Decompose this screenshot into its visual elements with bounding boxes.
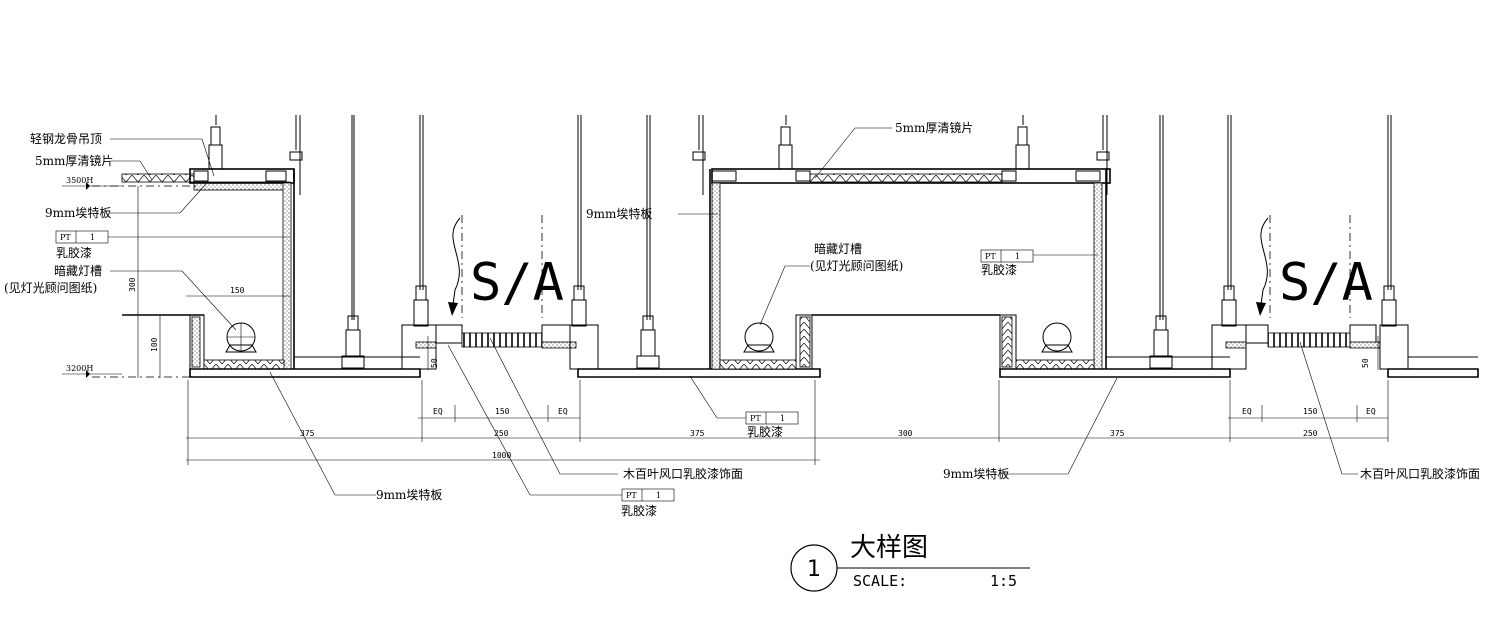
dim-eq-4: EQ — [1366, 407, 1376, 416]
pt-tag-bottom: PT 1 — [621, 488, 675, 502]
label-paint-bottom-center: 乳胶漆 — [747, 424, 783, 439]
sa-marker-right: S/A — [1279, 253, 1373, 313]
sa-marker-left: S/A — [470, 253, 564, 313]
label-board-left: 9mm埃特板 — [45, 205, 111, 220]
title-number: 1 — [807, 557, 821, 582]
level-low: 3200H — [66, 364, 93, 373]
label-light-slot-left: 暗藏灯槽 — [54, 263, 102, 278]
dim-100: 100 — [150, 337, 159, 352]
left-ceiling-box — [121, 168, 421, 378]
svg-text:PT: PT — [750, 414, 761, 423]
label-board-bottom-left: 9mm埃特板 — [376, 487, 442, 502]
dim-375-a: 375 — [300, 429, 315, 438]
label-paint-left: 乳胶漆 — [56, 245, 92, 260]
pt-tag-bottom-center: PT 1 — [745, 411, 799, 425]
label-board-center: 9mm埃特板 — [586, 206, 652, 221]
dim-300: 300 — [128, 277, 137, 292]
dim-eq-2: EQ — [558, 407, 568, 416]
leader-lines — [108, 127, 1358, 496]
scale-value: 1:5 — [990, 572, 1017, 590]
label-louver-center: 木百叶风口乳胶漆饰面 — [623, 466, 743, 481]
svg-text:PT: PT — [626, 491, 637, 500]
label-light-note-center: (见灯光顾问图纸) — [810, 259, 903, 273]
dim-375-c: 375 — [1110, 429, 1125, 438]
dim-50-right: 50 — [1361, 358, 1370, 368]
dimension-lines — [137, 186, 1389, 465]
label-light-note-left: (见灯光顾问图纸) — [4, 281, 97, 295]
level-high: 3500H — [66, 176, 93, 185]
svg-text:1: 1 — [780, 414, 785, 423]
label-paint-bottom: 乳胶漆 — [621, 503, 657, 518]
title-name: 大样图 — [850, 533, 928, 563]
dim-eq-3: EQ — [1242, 407, 1252, 416]
svg-text:PT: PT — [985, 252, 996, 261]
label-ceiling: 轻钢龙骨吊顶 — [30, 132, 102, 146]
dim-300-b: 300 — [898, 429, 913, 438]
level-markers — [62, 182, 196, 378]
left-vent — [401, 215, 821, 378]
pt-tag-left: PT 1 — [55, 230, 109, 244]
svg-text:1: 1 — [1015, 252, 1020, 261]
dim-1000: 1000 — [492, 451, 511, 460]
dim-150-top: 150 — [230, 286, 245, 295]
center-ceiling-box — [709, 168, 1231, 378]
label-louver-right: 木百叶风口乳胶漆饰面 — [1360, 466, 1480, 481]
dim-250-a: 250 — [494, 429, 509, 438]
dim-150-left: 150 — [495, 407, 510, 416]
svg-text:1: 1 — [656, 491, 661, 500]
dim-150-right: 150 — [1303, 407, 1318, 416]
pt-tag-center-right: PT 1 — [980, 249, 1034, 263]
svg-text:PT: PT — [60, 233, 71, 242]
hanger-rods — [215, 115, 1392, 320]
svg-text:1: 1 — [90, 233, 95, 242]
dim-250-b: 250 — [1303, 429, 1318, 438]
scale-label: SCALE: — [853, 572, 907, 590]
dim-eq-1: EQ — [433, 407, 443, 416]
label-mirror-left: 5mm厚清镜片 — [35, 153, 113, 168]
label-mirror-center: 5mm厚清镜片 — [895, 120, 973, 135]
title-block: 1 大样图 SCALE: 1:5 — [790, 533, 1030, 592]
label-paint-center-right: 乳胶漆 — [981, 262, 1017, 277]
label-light-slot-center: 暗藏灯槽 — [814, 241, 862, 256]
dim-50-left: 50 — [430, 358, 439, 368]
right-vent — [1211, 215, 1479, 378]
label-board-bottom-right: 9mm埃特板 — [943, 466, 1009, 481]
dim-375-b: 375 — [690, 429, 705, 438]
